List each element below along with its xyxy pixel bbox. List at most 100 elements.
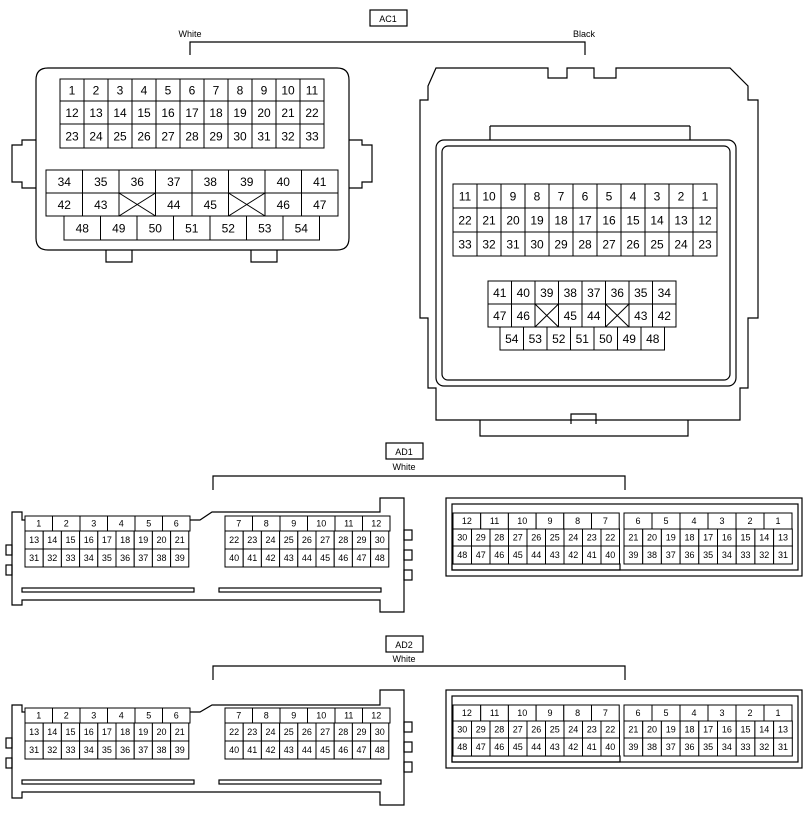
ad2-left-pin-number: 19 <box>138 727 148 737</box>
ad2-right-pin-number: 33 <box>741 742 751 752</box>
ad1-left-pin-number: 27 <box>320 535 330 545</box>
ac1-right-pin-number: 44 <box>587 309 601 323</box>
ad2-right-pin-number: 24 <box>568 725 578 735</box>
ac1-left-pin-number: 51 <box>185 221 199 235</box>
ad2-left-pin-number: 27 <box>320 727 330 737</box>
ad2-left-pin-number: 32 <box>47 745 57 755</box>
ad2-right-pin-number: 17 <box>703 725 713 735</box>
ad2-left-pin-number: 11 <box>344 711 353 721</box>
ad1-left-pin-number: 43 <box>284 553 294 563</box>
ac1-right-pin-cell <box>548 231 574 257</box>
ac1-left-pin-number: 43 <box>94 198 108 212</box>
ac1-left-pin-number: 16 <box>161 106 175 120</box>
ac1-left-pin-number: 2 <box>93 83 100 97</box>
ac1-left-pin-number: 25 <box>113 129 127 143</box>
ad2-right-pin-number: 44 <box>531 742 541 752</box>
ad1-left-pin-number: 15 <box>65 535 75 545</box>
ad1-left-pin-number: 17 <box>102 535 112 545</box>
ac1-left-pin-number: 34 <box>58 175 72 189</box>
ad2-label: AD2 <box>395 640 413 650</box>
ac1-left-pin-number: 10 <box>281 83 295 97</box>
ac1-left-pin-number: 18 <box>209 106 223 120</box>
ac1-right-pin-number: 16 <box>602 213 616 227</box>
empty-cavity-mark <box>534 303 559 328</box>
ad1-right-pin-cell <box>600 545 620 565</box>
ad2-left-pin-number: 36 <box>120 745 130 755</box>
ad1-left-pin-number: 20 <box>156 535 166 545</box>
ad1-left-pin-number: 9 <box>291 519 296 529</box>
ad1-right-pin-number: 18 <box>684 533 694 543</box>
ac1-right-pin-number: 3 <box>654 189 661 203</box>
ac1-left-pin-number: 5 <box>165 83 172 97</box>
ad2-left-pin-number: 20 <box>156 727 166 737</box>
ac1-right-pin-number: 52 <box>552 332 566 346</box>
ac1-right-pin-cell <box>524 183 550 209</box>
ac1-left-pin-cell <box>59 123 85 149</box>
ad2-left-pin-number: 4 <box>119 711 124 721</box>
ad2-right-pin-number: 5 <box>663 708 668 718</box>
ac1-left-pin-number: 4 <box>141 83 148 97</box>
ac1-right-pin-number: 32 <box>482 237 496 251</box>
ac1-left-pin-number: 50 <box>149 221 163 235</box>
ac1-right-pin-number: 27 <box>602 237 616 251</box>
ad2-header <box>212 635 626 680</box>
ac1-right-pin-cell <box>640 326 665 351</box>
ad2-left-pin-number: 26 <box>302 727 312 737</box>
ad1-left-pin-number: 3 <box>91 519 96 529</box>
ad2-right-pin-number: 31 <box>778 742 788 752</box>
ad1-left-pin-number: 5 <box>146 519 151 529</box>
ad1-right-pin-number: 23 <box>587 533 597 543</box>
ad2-right-pin-number: 7 <box>603 708 608 718</box>
ac1-right-pin-cell <box>476 207 502 233</box>
ad2-right-pin-number: 19 <box>666 725 676 735</box>
ad1-right-pin-number: 34 <box>722 550 732 560</box>
ad2-right-pin-number: 2 <box>747 708 752 718</box>
ad2-right-pin-number: 47 <box>476 742 486 752</box>
ad1-left-pin-number: 8 <box>264 519 269 529</box>
ad2-right-pin-number: 3 <box>719 708 724 718</box>
ac1-right-pin-number: 38 <box>564 286 578 300</box>
ac1-left-pin-number: 22 <box>305 106 319 120</box>
ac1-right-pin-number: 1 <box>702 189 709 203</box>
ad1-right-pin-number: 43 <box>550 550 560 560</box>
ad1-label: AD1 <box>395 447 413 457</box>
ac1-left-pin-number: 6 <box>189 83 196 97</box>
ac1-left-pin-number: 53 <box>258 221 272 235</box>
ad2-left-pin-number: 29 <box>356 727 366 737</box>
ad2-left-pin-number: 21 <box>175 727 185 737</box>
ac1-left-pin-number: 20 <box>257 106 271 120</box>
ac1-right-pin-number: 24 <box>674 237 688 251</box>
ad2-right-pin-number: 4 <box>691 708 696 718</box>
ad1-right-pin-number: 3 <box>719 516 724 526</box>
ad2-left-pin-number: 28 <box>338 727 348 737</box>
ad2-right-pin-number: 42 <box>568 742 578 752</box>
ad2-right-pin-number: 38 <box>647 742 657 752</box>
ad2-right-pin-number: 48 <box>457 742 467 752</box>
ac1-right-pin-number: 48 <box>646 332 660 346</box>
ac1-right-pin-number: 42 <box>658 309 672 323</box>
ac1-right-pin-number: 7 <box>558 189 565 203</box>
ac1-right-pin-cell <box>692 183 718 209</box>
ac1-right-pin-number: 19 <box>530 213 544 227</box>
ac1-right-pin-number: 26 <box>626 237 640 251</box>
ac1-right-pin-cell <box>572 231 598 257</box>
ad1-left-pin-number: 47 <box>356 553 366 563</box>
empty-cavity-mark <box>605 303 630 328</box>
ac1-right-pin-number: 40 <box>517 286 531 300</box>
ad1-left-pin-number: 14 <box>47 535 57 545</box>
ad1-right-pin-cell <box>773 545 793 565</box>
ad1-left-pin-number: 29 <box>356 535 366 545</box>
ad2-left-pin-number: 16 <box>84 727 94 737</box>
ad1-left-pin-number: 10 <box>316 519 326 529</box>
ad2-right-pin-number: 25 <box>550 725 560 735</box>
ac1-left-color: White <box>178 29 201 39</box>
ad2-left-pin-number: 37 <box>138 745 148 755</box>
ad1-right-pin-number: 2 <box>747 516 752 526</box>
ad2-right-pin-number: 23 <box>587 725 597 735</box>
ad1-right-body <box>445 497 803 577</box>
ac1-right-pin-number: 18 <box>554 213 568 227</box>
ac1-right-pin-cell <box>572 183 598 209</box>
ad1-left-pin-number: 4 <box>119 519 124 529</box>
ac1-right-pin-number: 43 <box>634 309 648 323</box>
ad1-left-pin-number: 37 <box>138 553 148 563</box>
